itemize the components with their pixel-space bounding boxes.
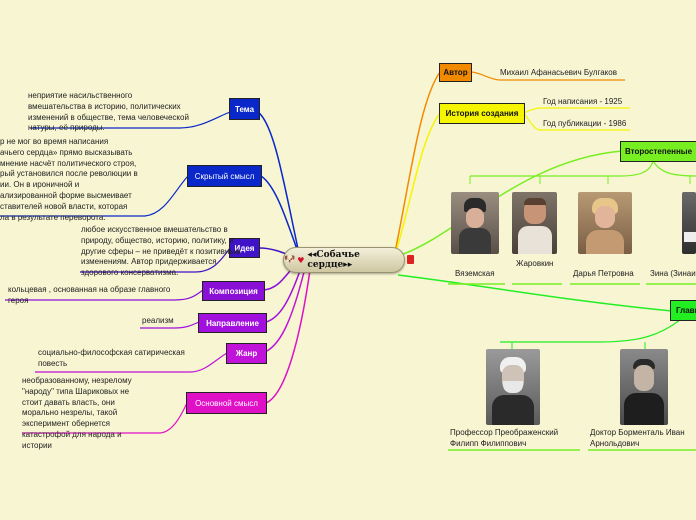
hero-label-bormental: Доктор Борменталь Иван Арнольдович: [590, 428, 685, 448]
hero-label-vyazemskaya: Вяземская: [455, 269, 495, 278]
photo-darya-petrovna[interactable]: [578, 192, 632, 254]
main-meaning-label: Основной смысл: [195, 398, 258, 408]
main-heroes-node[interactable]: Главн: [670, 300, 696, 321]
photo-vyazemskaya[interactable]: [451, 192, 499, 254]
idea-label: Идея: [234, 243, 255, 253]
composition-node[interactable]: Композиция: [202, 281, 265, 301]
main-meaning-text: необразованному, незрелому "народу" типа…: [22, 376, 132, 450]
hidden-meaning-label: Скрытый смысл: [194, 171, 255, 181]
direction-text: реализм: [142, 316, 174, 325]
idea-node[interactable]: Идея: [229, 238, 260, 258]
idea-text: любое искусственное вмешательство в прир…: [81, 225, 241, 278]
genre-text: социально-философская сатирическая повес…: [38, 348, 185, 368]
hero-label-zina: Зина (Зинаи: [650, 269, 696, 278]
theme-node[interactable]: Тема: [229, 98, 260, 120]
heart-icon: ♥: [297, 255, 305, 265]
photo-zina[interactable]: [682, 192, 696, 254]
main-label: Главн: [676, 306, 696, 315]
hero-label-zharovkin: Жаровкин: [516, 259, 554, 268]
central-topic-title: ◂◂Собачье сердце▸▸: [307, 250, 360, 270]
history-node[interactable]: История создания: [439, 103, 525, 124]
main-meaning-node[interactable]: Основной смысл: [186, 392, 267, 414]
secondary-heroes-node[interactable]: Второстепенные: [620, 141, 696, 162]
genre-label: Жанр: [235, 349, 258, 358]
genre-node[interactable]: Жанр: [226, 343, 267, 364]
central-topic[interactable]: 🐶 ♥ ◂◂Собачье сердце▸▸: [283, 247, 405, 273]
theme-label: Тема: [234, 104, 255, 114]
photo-preobrazhensky[interactable]: [486, 349, 540, 425]
author-label: Автор: [443, 68, 468, 77]
hidden-meaning-text: р не мог во время написания ачьего сердц…: [0, 137, 138, 222]
history-written: Год написания - 1925: [543, 97, 623, 106]
theme-text: неприятие насильственного вмешательства …: [28, 91, 189, 133]
composition-text: кольцевая , основанная на образе главног…: [8, 285, 171, 305]
direction-node[interactable]: Направление: [198, 313, 267, 333]
history-published: Год публикации - 1986: [543, 119, 627, 128]
author-value: Михаил Афанасьевич Булгаков: [500, 68, 617, 77]
direction-label: Направление: [206, 318, 259, 328]
hero-label-darya: Дарья Петровна: [573, 269, 634, 278]
hero-label-preobrazhensky: Профессор Преображенский Филипп Филиппов…: [450, 428, 559, 448]
hidden-meaning-node[interactable]: Скрытый смысл: [187, 165, 262, 187]
author-node[interactable]: Автор: [439, 63, 472, 82]
photo-bormental[interactable]: [620, 349, 668, 425]
history-label: История создания: [445, 109, 519, 118]
photo-zharovkin[interactable]: [512, 192, 557, 254]
composition-label: Композиция: [209, 286, 258, 296]
note-icon[interactable]: [407, 255, 414, 264]
dog-icon: 🐶: [284, 255, 296, 265]
secondary-label: Второстепенные: [625, 147, 693, 156]
